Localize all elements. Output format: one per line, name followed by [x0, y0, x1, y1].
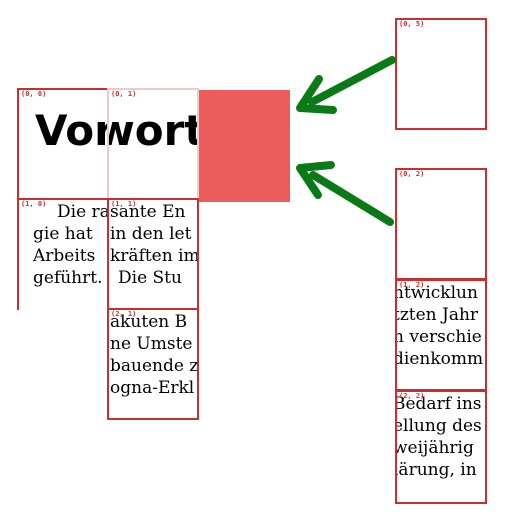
tile-0-1-label: (0, 1)	[111, 90, 137, 98]
tile-0-0-label: (0, 0)	[21, 90, 47, 98]
tile-0-5: (0, 5)	[395, 18, 487, 130]
body-line: ne Umste	[110, 334, 193, 354]
tile-0-0: (0, 0) Vor	[17, 88, 109, 200]
body-line: Arbeits	[33, 246, 96, 266]
body-line: Bedarf ins	[395, 394, 482, 414]
tile-0-2-label: (0, 2)	[399, 170, 425, 178]
tile-1-2-label: (1, 2)	[399, 281, 425, 289]
body-line: bauende z	[110, 356, 199, 376]
body-line: ellung des	[395, 416, 482, 436]
tile-1-1: (1, 1) sante En in den let kräften im Di…	[107, 198, 199, 310]
body-line: n verschie	[395, 327, 482, 347]
body-line: gie hat	[33, 224, 93, 244]
body-line: weijährig	[395, 438, 474, 458]
tile-2-2: (2, 2) Bedarf ins ellung des weijährig l…	[395, 390, 487, 504]
body-line: Die ra	[57, 202, 109, 222]
title-fragment-left: Vor	[35, 106, 109, 155]
tile-1-0-label: (1, 0)	[21, 200, 47, 208]
tile-2-1-label: (2, 1)	[111, 310, 137, 318]
body-line: tzten Jahr	[395, 305, 479, 325]
body-text-col1: sante En in den let kräften im Die Stu	[110, 201, 199, 289]
arrow-bottom-icon	[296, 161, 394, 226]
body-text-col1b: akuten B ne Umste bauende z ogna-Erkl	[110, 311, 199, 399]
tile-2-2-label: (2, 2)	[399, 392, 425, 400]
tile-2-1: (2, 1) akuten B ne Umste bauende z ogna-…	[107, 308, 199, 420]
body-text-col2b: Bedarf ins ellung des weijährig lärung, …	[395, 393, 482, 481]
title-fragment-right: wort	[109, 106, 197, 155]
body-line: ogna-Erkl	[110, 378, 195, 398]
body-line: in den let	[110, 224, 192, 244]
highlighted-tile	[198, 90, 290, 202]
body-line: kräften im	[110, 246, 199, 266]
arrow-top-icon	[296, 56, 396, 114]
body-line: akuten B	[110, 312, 188, 332]
body-text-col2: ntwicklun tzten Jahr n verschie dienkomm	[395, 282, 484, 370]
body-line: ntwicklun	[395, 283, 478, 303]
body-text-col0: Die ra gie hat Arbeits geführt.	[33, 201, 109, 289]
body-line: dienkomm	[395, 349, 484, 369]
body-line: geführt.	[33, 268, 103, 288]
body-line: Die Stu	[118, 268, 182, 288]
tile-0-5-label: (0, 5)	[399, 20, 425, 28]
body-line: sante En	[110, 202, 186, 222]
body-line: lärung, in	[395, 460, 477, 480]
tile-1-1-label: (1, 1)	[111, 200, 137, 208]
